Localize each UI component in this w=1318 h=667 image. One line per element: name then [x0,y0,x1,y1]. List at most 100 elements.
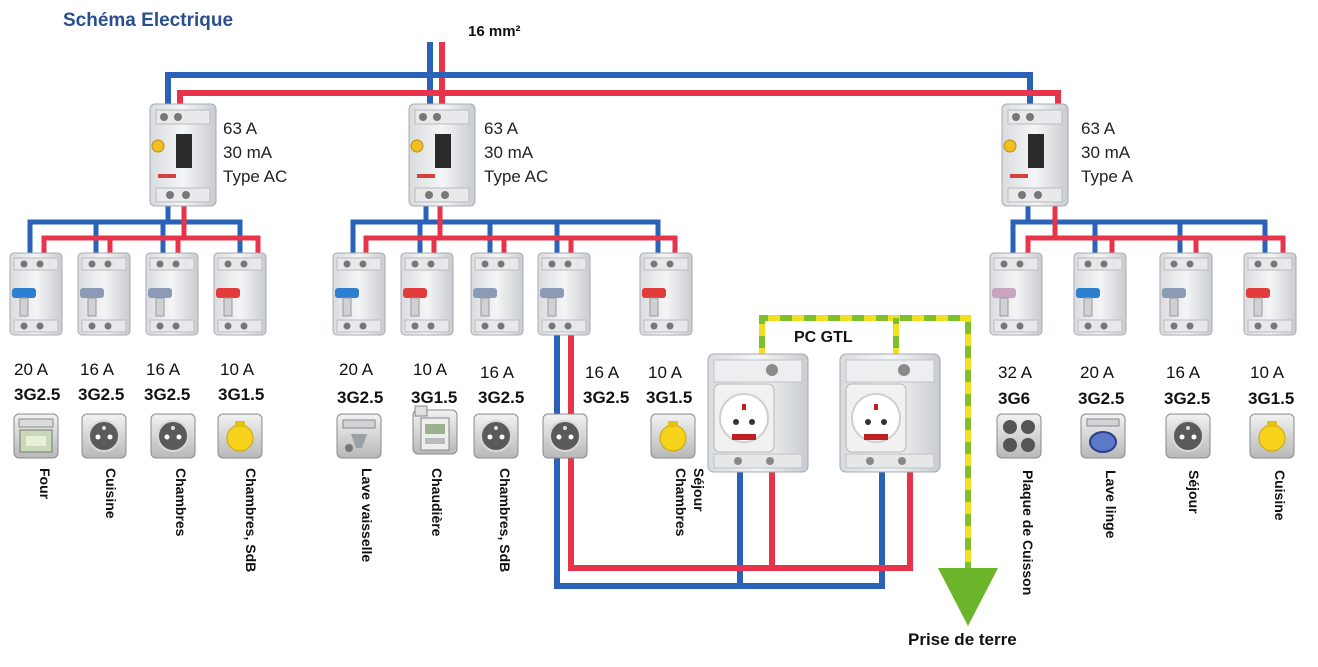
light-icon [650,413,696,459]
earth-arrow-icon [938,568,998,626]
breaker [145,252,199,336]
breaker-rating: 10 A [1250,363,1285,382]
light-icon [217,413,263,459]
cable-section: 3G2.5 [1164,389,1210,408]
differential-spec: 63 A [484,119,519,138]
breaker [213,252,267,336]
breaker-handle[interactable] [1162,288,1186,298]
breaker [1243,252,1297,336]
breaker [400,252,454,336]
breaker [1159,252,1213,336]
pc-gtl-socket-module [707,353,809,473]
room-label: Cuisine [1272,470,1288,521]
breaker-rating: 16 A [80,360,115,379]
breaker-handle[interactable] [335,288,359,298]
socket-icon [81,413,127,459]
breaker [332,252,386,336]
room-label: Séjour [1186,470,1202,514]
cable-section: 3G2.5 [478,388,524,407]
breaker-handle[interactable] [80,288,104,298]
light-icon [1249,413,1295,459]
breaker-rating: 10 A [648,363,683,382]
breaker-handle[interactable] [1246,288,1270,298]
breaker-handle[interactable] [403,288,427,298]
breaker-handle[interactable] [1076,288,1100,298]
breaker-handle[interactable] [216,288,240,298]
differential-breaker: 63 A 30 mA Type AC [149,103,287,207]
differential-spec: 63 A [223,119,258,138]
main-cable-label: 16 mm² [468,23,521,40]
earth-label: Prise de terre [908,630,1017,649]
room-label: Chambres [173,468,189,537]
breaker-rating: 16 A [146,360,181,379]
room-label: Plaque de Cuisson [1020,470,1036,595]
cooktop-icon [996,413,1042,459]
breaker [470,252,524,336]
breaker-rating: 16 A [1166,363,1201,382]
cable-section: 3G6 [998,389,1030,408]
room-label: Lave linge [1103,470,1119,539]
cable-section: 3G2.5 [337,388,383,407]
differential-spec: Type AC [223,167,287,186]
differential-breaker: 63 A 30 mA Type AC [408,103,548,207]
breaker-rating: 16 A [480,363,515,382]
cable-section: 3G1.5 [646,388,692,407]
differential-spec: 30 mA [484,143,534,162]
cable-section: 3G2.5 [1078,389,1124,408]
dishwasher-icon [336,413,382,459]
differential-spec: Type A [1081,167,1134,186]
breaker-handle[interactable] [540,288,564,298]
socket-icon [473,413,519,459]
circuit: 16 A 3G2.5 [537,252,629,459]
breaker-handle[interactable] [642,288,666,298]
wires [27,42,1286,626]
breaker-rating: 32 A [998,363,1033,382]
socket-icon [1165,413,1211,459]
socket-icon [150,413,196,459]
breaker-rating: 20 A [1080,363,1115,382]
cable-section: 3G1.5 [411,388,457,407]
breaker [537,252,591,336]
cable-section: 3G2.5 [78,385,124,404]
oven-icon [13,413,59,459]
room-label: Chambres, SdB [497,468,513,572]
breaker-rating: 16 A [585,363,620,382]
cable-section: 3G2.5 [144,385,190,404]
pc-gtl-sockets [707,353,941,473]
room-label: Chambres [673,468,689,537]
cable-section: 3G2.5 [583,388,629,407]
differential-spec: 30 mA [1081,143,1131,162]
breaker-handle[interactable] [12,288,36,298]
room-label: Lave vaisselle [359,468,375,562]
room-label: Chambres, SdB [243,468,259,572]
cable-section: 3G1.5 [1248,389,1294,408]
breaker-handle[interactable] [473,288,497,298]
breaker-rating: 20 A [339,360,374,379]
breaker-handle[interactable] [148,288,172,298]
socket-icon [542,413,588,459]
washer-icon [1080,413,1126,459]
breaker-handle[interactable] [992,288,1016,298]
differential-spec: Type AC [484,167,548,186]
diagram-title: Schéma Electrique [63,10,233,31]
breaker [989,252,1043,336]
cable-section: 3G2.5 [14,385,60,404]
differential-spec: 30 mA [223,143,273,162]
breaker [1073,252,1127,336]
breaker [9,252,63,336]
room-label: Four [37,468,53,500]
